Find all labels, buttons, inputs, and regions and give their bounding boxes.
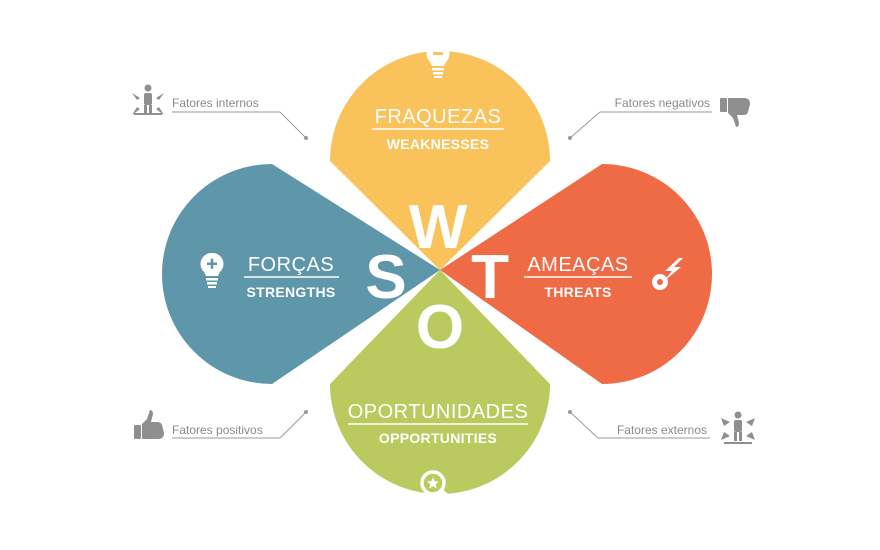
weaknesses-subtitle: WEAKNESSES bbox=[387, 136, 490, 152]
threats-subtitle: THREATS bbox=[544, 284, 611, 300]
opportunities-title: OPORTUNIDADES bbox=[348, 401, 529, 423]
person-out-arrows-icon bbox=[721, 411, 755, 444]
threats-petal bbox=[440, 164, 712, 384]
factor-external-dot bbox=[568, 410, 572, 414]
strengths-shape bbox=[162, 164, 440, 384]
factor-negative-dot bbox=[568, 136, 572, 140]
thumbs-down-icon bbox=[720, 98, 750, 127]
lightbulb-minus-icon bbox=[426, 42, 450, 78]
threats-shape bbox=[440, 164, 712, 384]
letter-w: W bbox=[409, 193, 468, 262]
weaknesses-shape bbox=[330, 51, 550, 270]
thumbs-up-icon bbox=[134, 410, 164, 439]
strengths-petal bbox=[162, 164, 440, 384]
threats-title: AMEAÇAS bbox=[527, 254, 628, 276]
lightbulb-plus-icon bbox=[200, 252, 224, 288]
opportunities-subtitle: OPPORTUNITIES bbox=[379, 430, 497, 446]
factor-internal-label: Fatores internos bbox=[172, 96, 259, 110]
factor-external-connector-diag bbox=[569, 411, 599, 439]
letter-o: O bbox=[416, 293, 464, 362]
person-in-arrows-icon bbox=[132, 84, 164, 115]
factor-internal-dot bbox=[304, 136, 308, 140]
factor-negative-connector-diag bbox=[569, 111, 601, 139]
factor-positive-connector-diag bbox=[279, 411, 307, 439]
factor-positive-label: Fatores positivos bbox=[172, 423, 263, 437]
opportunities-shape bbox=[330, 270, 550, 494]
weaknesses-title: FRAQUEZAS bbox=[375, 106, 502, 128]
magnifier-star-icon bbox=[420, 470, 454, 503]
factor-positive-dot bbox=[304, 410, 308, 414]
weaknesses-petal bbox=[330, 51, 550, 270]
letter-s: S bbox=[365, 243, 406, 312]
factor-internal-connector-diag bbox=[279, 111, 307, 139]
opportunities-petal bbox=[330, 270, 550, 494]
factor-negative-label: Fatores negativos bbox=[615, 96, 710, 110]
factor-external-label: Fatores externos bbox=[617, 423, 707, 437]
strengths-title: FORÇAS bbox=[248, 254, 334, 276]
lightning-target-icon bbox=[652, 258, 683, 290]
strengths-subtitle: STRENGTHS bbox=[246, 284, 335, 300]
letter-t: T bbox=[471, 243, 509, 312]
